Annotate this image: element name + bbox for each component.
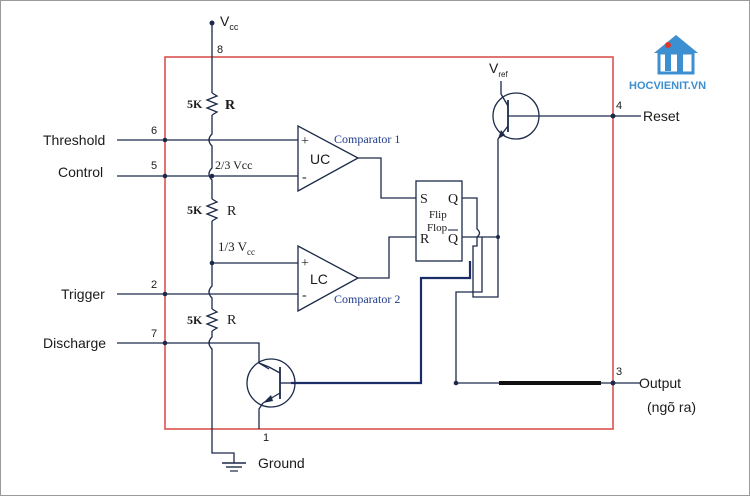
reset-transistor — [492, 92, 540, 140]
upper-comparator: + - UC — [297, 124, 360, 193]
lower-comparator: + - LC — [297, 244, 360, 313]
threshold-label: Threshold — [43, 132, 105, 148]
ff-line2: Flop — [427, 222, 448, 234]
pin-3-number: 3 — [616, 366, 622, 378]
ground-label: Ground — [258, 455, 305, 471]
discharge-drive-wire — [291, 261, 472, 385]
two-thirds-vcc-label: 2/3 Vcc — [215, 158, 252, 172]
resistor-1 — [205, 92, 219, 116]
ff-q: Q — [448, 192, 458, 207]
discharge-label: Discharge — [43, 335, 106, 351]
ff-r: R — [420, 232, 430, 247]
pin-8-number: 8 — [217, 44, 223, 56]
discharge-transistor — [246, 358, 296, 408]
hocvienit-logo: HOCVIENIT.VN — [629, 35, 706, 92]
ff-qbar: Q — [448, 232, 458, 247]
uc-tag: UC — [310, 151, 330, 167]
ff-line1: Flip — [429, 209, 447, 221]
control-label: Control — [58, 164, 103, 180]
resistor-2-value: 5K — [187, 203, 203, 217]
resistor-2-name: R — [227, 204, 237, 219]
ic-outline — [164, 56, 614, 430]
one-third-vcc-label: 1/3 Vcc — [218, 239, 255, 257]
resistor-1-name: R — [225, 98, 236, 113]
uc-to-s-wire — [358, 157, 416, 199]
lc-plus: + — [301, 256, 309, 271]
output-label: Output — [639, 375, 681, 391]
pin-7-number: 7 — [151, 328, 157, 340]
ff-s: S — [420, 192, 428, 207]
pin-4-number: 4 — [616, 100, 622, 112]
vref-label: Vref — [489, 60, 508, 79]
pin-1-number: 1 — [263, 432, 269, 444]
comparator-1-label: Comparator 1 — [334, 132, 400, 146]
ground-icon — [222, 462, 246, 472]
resistor-3-name: R — [227, 313, 237, 328]
reset-label: Reset — [643, 108, 680, 124]
pin-5-number: 5 — [151, 160, 157, 172]
resistor-2 — [205, 198, 219, 222]
resistor-3-value: 5K — [187, 313, 203, 327]
trigger-label: Trigger — [61, 286, 105, 302]
pin-6-number: 6 — [151, 125, 157, 137]
q-output-wire — [462, 139, 499, 298]
pin-2-number: 2 — [151, 279, 157, 291]
output-note: (ngõ ra) — [647, 399, 696, 415]
uc-minus: - — [302, 170, 307, 185]
logo-text: HOCVIENIT.VN — [629, 80, 706, 92]
output-feed-wire — [455, 237, 483, 383]
lc-minus: - — [302, 288, 307, 303]
vcc-label: Vcc — [220, 13, 239, 32]
lc-to-r-wire — [358, 236, 416, 279]
flip-flop: S Q R Q Flip Flop — [415, 180, 463, 262]
resistor-1-value: 5K — [187, 97, 203, 111]
comparator-2-label: Comparator 2 — [334, 292, 400, 306]
discharge-wire — [117, 342, 270, 370]
lc-tag: LC — [310, 271, 328, 287]
resistor-3 — [205, 308, 219, 332]
uc-plus: + — [301, 134, 309, 149]
